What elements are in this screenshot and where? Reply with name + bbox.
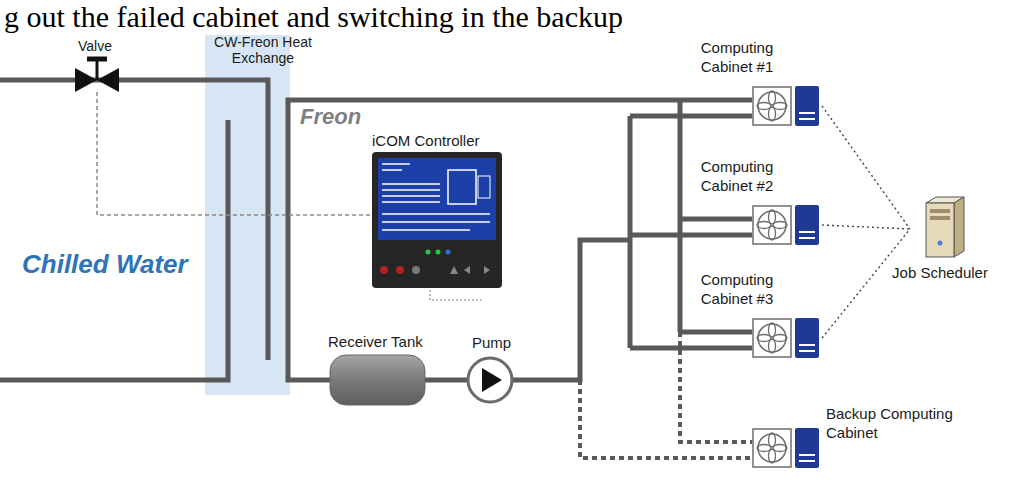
- pump-supply-pipe: [512, 240, 630, 380]
- controller-leader: [430, 290, 482, 300]
- cabinet-label: Backup Computing Cabinet: [826, 404, 976, 442]
- freon-return-pipe: [288, 100, 752, 380]
- cabinet-icon: [752, 428, 820, 472]
- screen-unit-graphic: [478, 176, 490, 198]
- pump-symbol: [468, 358, 512, 402]
- control-button: [396, 266, 404, 274]
- cabinet-icon: [752, 205, 820, 245]
- backup-return-pipe: [680, 332, 752, 442]
- screen-line: [382, 201, 440, 203]
- pump-label: Pump: [472, 334, 511, 352]
- chilled-water-out-pipe: [0, 120, 228, 380]
- scheduler-link: [822, 225, 910, 229]
- screen-line: [382, 169, 402, 171]
- screen-line: [382, 189, 440, 191]
- tank-label: Receiver Tank: [328, 333, 423, 351]
- icom-controller-picture: [372, 152, 502, 288]
- valve-stem: [96, 60, 99, 80]
- return-header: [678, 100, 683, 332]
- control-button: [412, 266, 420, 274]
- screen-line: [382, 221, 490, 223]
- supply-branches: [630, 116, 752, 348]
- server-node: Job Scheduler: [912, 195, 968, 259]
- pipes: [0, 80, 752, 380]
- screen-line: [382, 163, 410, 165]
- screen-line: [382, 213, 490, 215]
- backup-supply-pipe: [580, 380, 752, 458]
- tank-pump-pipe: [425, 378, 468, 383]
- controller-bezel: [372, 152, 502, 288]
- cabinet-icon: [752, 318, 820, 358]
- scheduler-link: [822, 106, 910, 229]
- valve-label: Valve: [78, 38, 112, 54]
- backup-pipes: [580, 332, 752, 458]
- control-signal-line: [97, 92, 372, 215]
- cabinet-label: Computing Cabinet #1: [695, 38, 779, 76]
- pump-arrow: [482, 368, 502, 392]
- controller-screen: [378, 158, 496, 240]
- cabinet-node: Computing Cabinet #1: [695, 38, 820, 126]
- receiver-tank: [330, 355, 425, 405]
- cabinet-icon: [752, 86, 820, 126]
- cabinet-node: Backup Computing Cabinet: [752, 428, 820, 468]
- screen-unit-graphic: [448, 170, 476, 204]
- valve-triangle: [75, 68, 97, 92]
- pump-body: [468, 358, 512, 402]
- freon-label: Freon: [300, 104, 361, 130]
- node-label: Job Scheduler: [892, 263, 988, 282]
- control-button: [484, 266, 490, 274]
- status-led: [446, 250, 451, 255]
- screen-line: [382, 195, 440, 197]
- cabinet-node: Computing Cabinet #2: [695, 157, 820, 245]
- valve-handle: [87, 57, 107, 62]
- status-led: [426, 250, 431, 255]
- control-button: [464, 266, 470, 274]
- screen-line: [382, 229, 470, 231]
- supply-header: [628, 116, 633, 348]
- screen-lines: [382, 164, 490, 230]
- valve-symbol: [75, 59, 119, 92]
- cabinet-label: Computing Cabinet #2: [695, 157, 779, 195]
- status-led: [436, 250, 441, 255]
- control-button: [450, 266, 458, 274]
- controller-label: iCOM Controller: [372, 132, 480, 150]
- heat-exchanger-label: CW-Freon Heat Exchange: [207, 34, 319, 66]
- cabinet-node: Computing Cabinet #3: [695, 270, 820, 358]
- scheduler-link: [822, 229, 910, 338]
- screen-line: [382, 183, 440, 185]
- server-icon: [912, 195, 968, 263]
- cabinet-label: Computing Cabinet #3: [695, 270, 779, 308]
- page-title: g out the failed cabinet and switching i…: [4, 0, 623, 33]
- valve-triangle: [97, 68, 119, 92]
- control-button: [380, 266, 388, 274]
- chilled-water-label: Chilled Water: [22, 248, 188, 280]
